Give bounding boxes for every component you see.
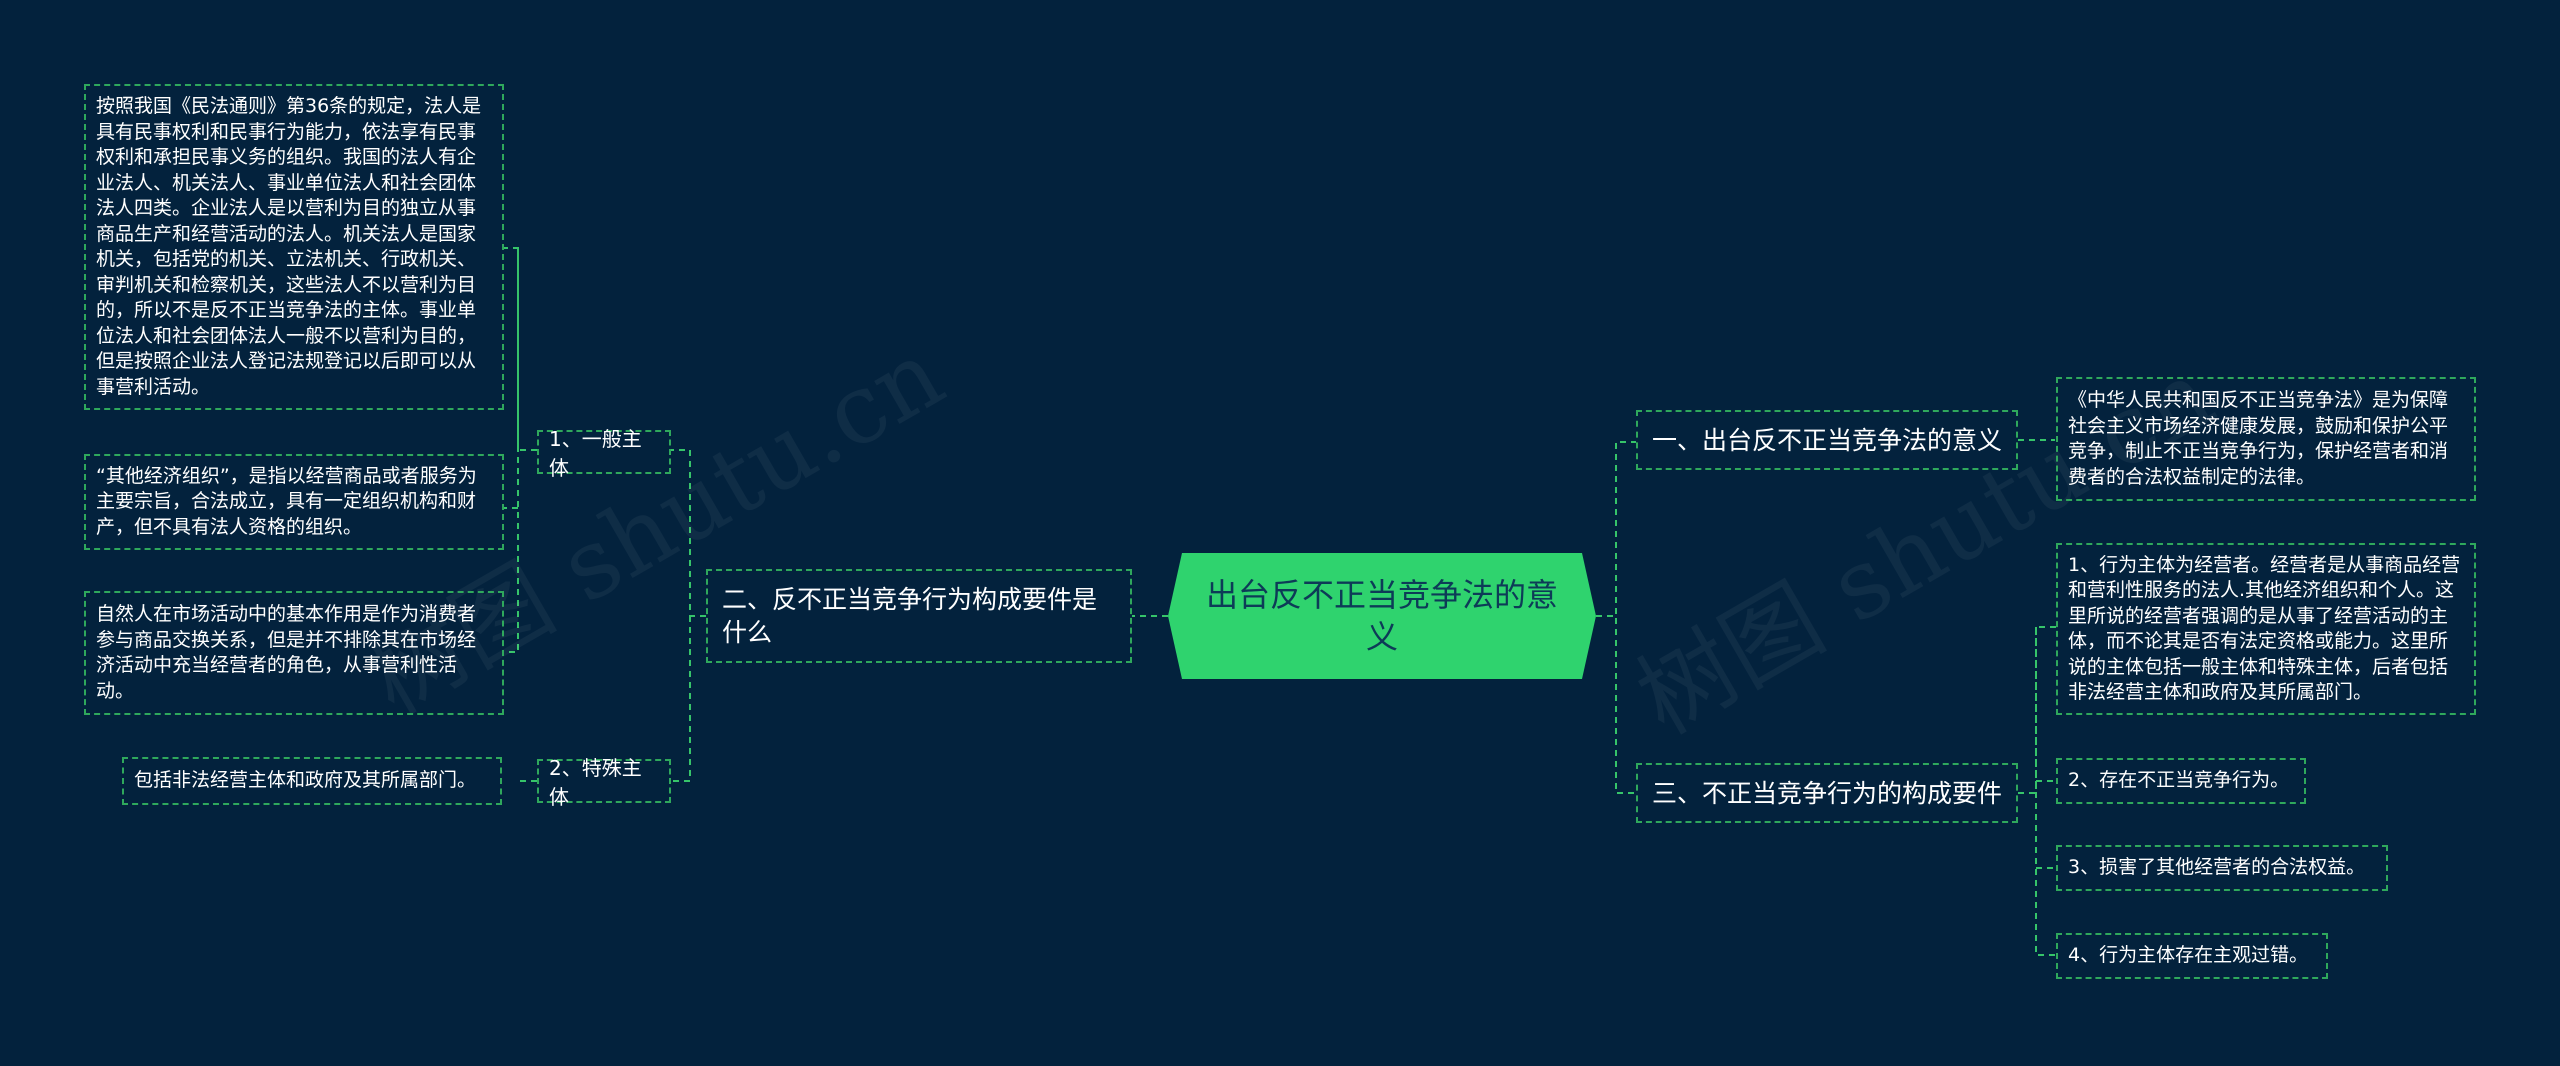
leaf-node-element-3[interactable]: 3、损害了其他经营者的合法权益。 bbox=[2056, 845, 2388, 891]
branch-node-requirements[interactable]: 二、反不正当竞争行为构成要件是什么 bbox=[706, 569, 1132, 663]
root-node[interactable]: 出台反不正当竞争法的意义 bbox=[1168, 553, 1596, 679]
link-branch3-items bbox=[2018, 626, 2056, 956]
branch-node-elements[interactable]: 三、不正当竞争行为的构成要件 bbox=[1636, 763, 2018, 823]
leaf-node-legal-person[interactable]: 按照我国《民法通则》第36条的规定，法人是具有民事权利和民事行为能力，依法享有民… bbox=[84, 84, 504, 410]
sub-node-general-subject[interactable]: 1、一般主体 bbox=[537, 427, 671, 480]
leaf-node-element-4[interactable]: 4、行为主体存在主观过错。 bbox=[2056, 933, 2328, 979]
leaf-node-element-1[interactable]: 1、行为主体为经营者。经营者是从事商品经营和营利性服务的法人.其他经济组织和个人… bbox=[2056, 543, 2476, 715]
branch-node-significance[interactable]: 一、出台反不正当竞争法的意义 bbox=[1636, 410, 2018, 470]
leaf-node-other-organization[interactable]: “其他经济组织”，是指以经营商品或者服务为主要宗旨，合法成立，具有一定组织机构和… bbox=[84, 454, 504, 550]
link-root-branch1 bbox=[1596, 441, 1636, 617]
sub-node-special-subject[interactable]: 2、特殊主体 bbox=[537, 756, 671, 809]
leaf-node-natural-person[interactable]: 自然人在市场活动中的基本作用是作为消费者参与商品交换关系，但是并不排除其在市场经… bbox=[84, 591, 504, 715]
leaf-node-element-2[interactable]: 2、存在不正当竞争行为。 bbox=[2056, 758, 2306, 804]
leaf-node-significance-detail[interactable]: 《中华人民共和国反不正当竞争法》是为保障社会主义市场经济健康发展，鼓励和保护公平… bbox=[2056, 377, 2476, 501]
leaf-node-special-detail[interactable]: 包括非法经营主体和政府及其所属部门。 bbox=[122, 757, 502, 805]
